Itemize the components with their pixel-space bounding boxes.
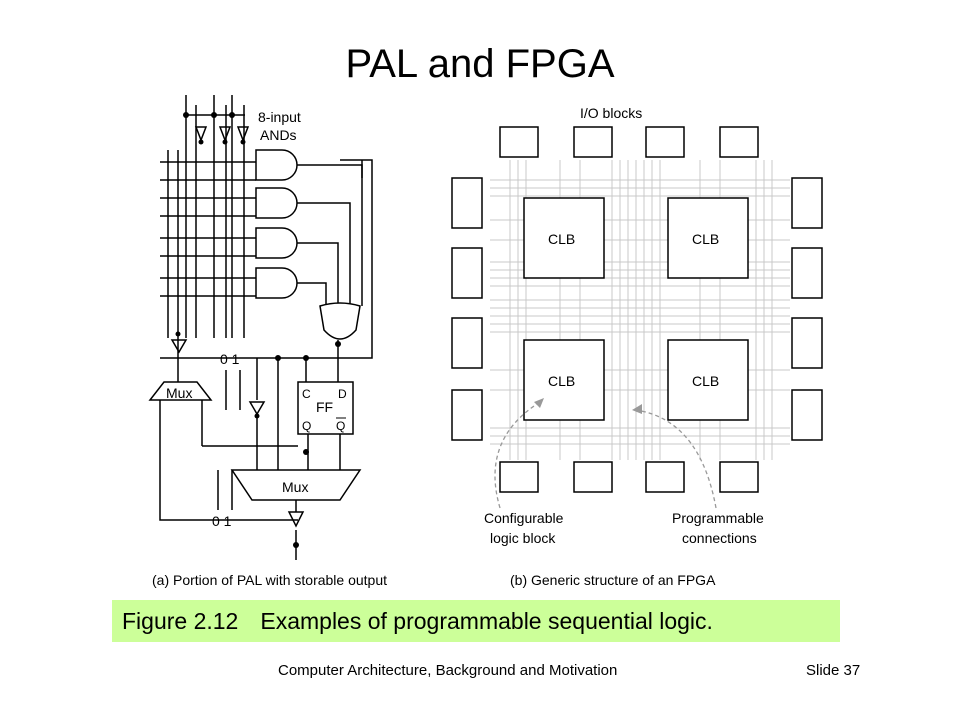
io-block xyxy=(719,461,759,493)
pal-dots xyxy=(175,112,341,548)
pal-and-label-1: 8-input xyxy=(258,109,301,125)
clb-label-4: CLB xyxy=(692,373,719,389)
io-block xyxy=(451,247,483,299)
pal-mux-bottom-label: Mux xyxy=(282,479,308,495)
ff-d-label: D xyxy=(338,387,347,401)
pal-caption: (a) Portion of PAL with storable output xyxy=(152,572,387,588)
clb-block xyxy=(667,339,749,421)
fpga-clbs xyxy=(523,197,749,421)
io-block xyxy=(573,126,613,158)
figure-caption-text: Examples of programmable sequential logi… xyxy=(260,608,713,634)
callout-right-line1: Programmable xyxy=(672,510,764,526)
clb-block xyxy=(523,339,605,421)
io-block xyxy=(791,177,823,229)
diagram-figure: 8-input ANDs Mux Mux C D FF Q Q 0 1 0 1 … xyxy=(148,95,823,588)
ff-qbar-label: Q xyxy=(336,419,345,433)
clb-block xyxy=(523,197,605,279)
io-block xyxy=(791,389,823,441)
clb-label-1: CLB xyxy=(548,231,575,247)
callout-left-line1: Configurable xyxy=(484,510,564,526)
callout-arrows xyxy=(494,401,717,509)
clb-label-3: CLB xyxy=(548,373,575,389)
io-block xyxy=(645,126,685,158)
pal-consts-top: 0 1 xyxy=(220,351,240,367)
callout-left-line2: logic block xyxy=(490,530,556,546)
figure-caption-bar: Figure 2.12 Examples of programmable sequ… xyxy=(112,600,840,642)
io-block xyxy=(499,126,539,158)
io-block xyxy=(451,317,483,369)
io-block xyxy=(791,317,823,369)
io-blocks-label: I/O blocks xyxy=(580,105,642,121)
figure-number: Figure 2.12 xyxy=(122,608,239,634)
fpga-io-blocks xyxy=(451,126,823,493)
io-block xyxy=(573,461,613,493)
ff-c-label: C xyxy=(302,387,311,401)
io-block xyxy=(499,461,539,493)
clb-block xyxy=(667,197,749,279)
ff-name-label: FF xyxy=(316,399,333,415)
pal-diagram xyxy=(148,95,373,560)
pal-mux-left-label: Mux xyxy=(166,385,192,401)
io-block xyxy=(719,126,759,158)
pal-consts-bottom: 0 1 xyxy=(212,513,232,529)
callout-right-line2: connections xyxy=(682,530,757,546)
io-block xyxy=(791,247,823,299)
ff-q-label: Q xyxy=(302,419,311,433)
io-block xyxy=(451,177,483,229)
footer-slide-number: Slide 37 xyxy=(806,662,861,679)
slide-title: PAL and FPGA xyxy=(345,42,615,86)
footer-course-title: Computer Architecture, Background and Mo… xyxy=(278,662,618,679)
io-block xyxy=(645,461,685,493)
io-block xyxy=(451,389,483,441)
fpga-caption: (b) Generic structure of an FPGA xyxy=(510,572,716,588)
clb-label-2: CLB xyxy=(692,231,719,247)
pal-and-label-2: ANDs xyxy=(260,127,297,143)
